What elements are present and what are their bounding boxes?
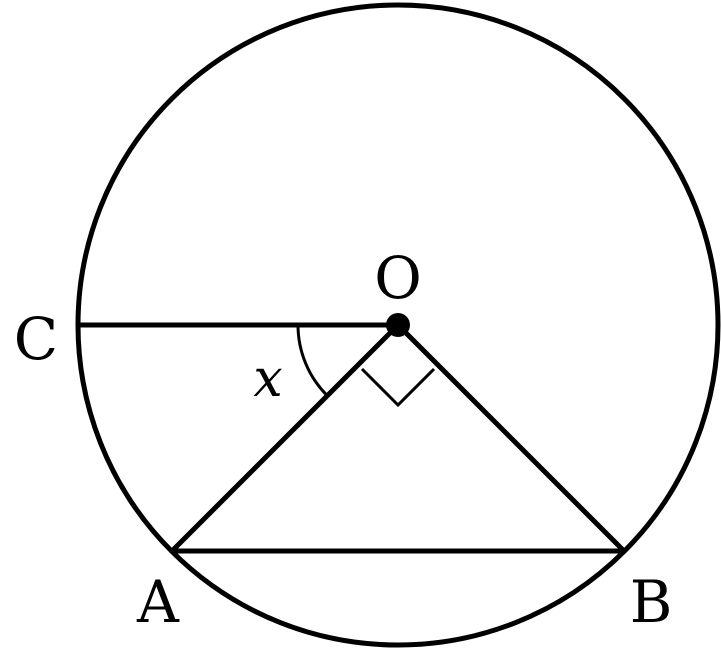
label-o: O	[374, 244, 422, 312]
label-b: B	[630, 568, 673, 636]
angle-arc-x	[296, 324, 329, 397]
center-point-o	[386, 313, 410, 337]
segment-ob	[396, 323, 626, 553]
angle-label-x: x	[253, 349, 282, 409]
label-c: C	[14, 305, 58, 373]
segment-oa	[170, 323, 400, 553]
right-angle-marker	[360, 367, 436, 408]
label-a: A	[136, 568, 180, 636]
